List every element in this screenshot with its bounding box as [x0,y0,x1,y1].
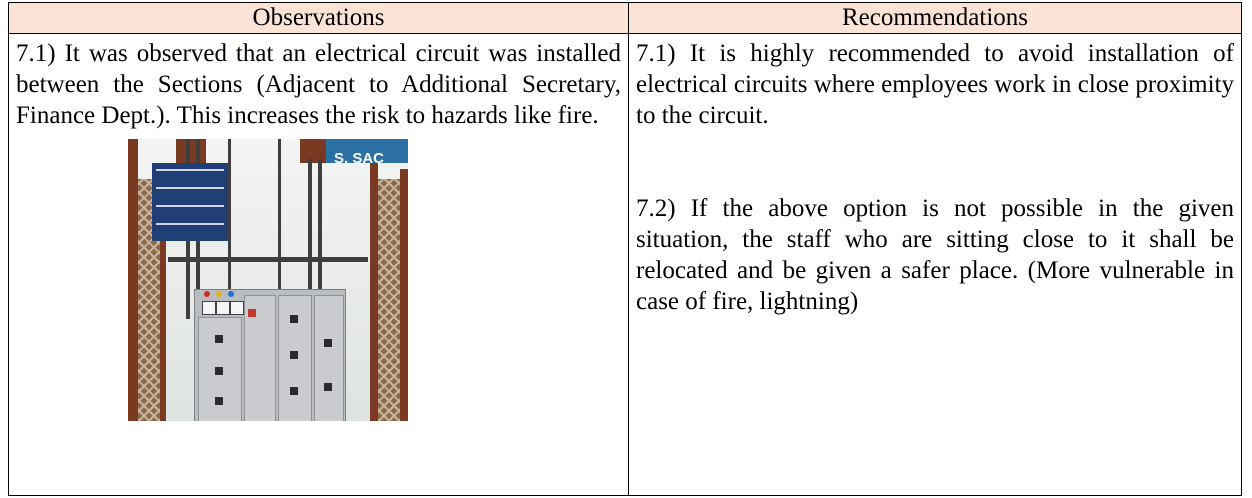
observation-text: 7.1) It was observed that an electrical … [16,40,621,129]
recommendation-item-2: 7.2) If the above option is not possible… [636,195,1234,315]
observation-cell: 7.1) It was observed that an electrical … [8,33,629,496]
recommendation-item-1: 7.1) It is highly recommended to avoid i… [636,40,1234,129]
header-observations: Observations [8,2,629,34]
table-header-row: Observations Recommendations [8,2,1242,34]
header-recommendations: Recommendations [628,2,1242,34]
observations-table: Observations Recommendations 7.1) It was… [8,2,1242,496]
recommendation-cell: 7.1) It is highly recommended to avoid i… [628,33,1242,496]
table-row: 7.1) It was observed that an electrical … [8,33,1242,496]
sign-text: S. SAC [334,150,385,167]
electrical-panel-photo: S. SAC [128,139,408,421]
document-page: Observations Recommendations 7.1) It was… [8,2,1242,496]
